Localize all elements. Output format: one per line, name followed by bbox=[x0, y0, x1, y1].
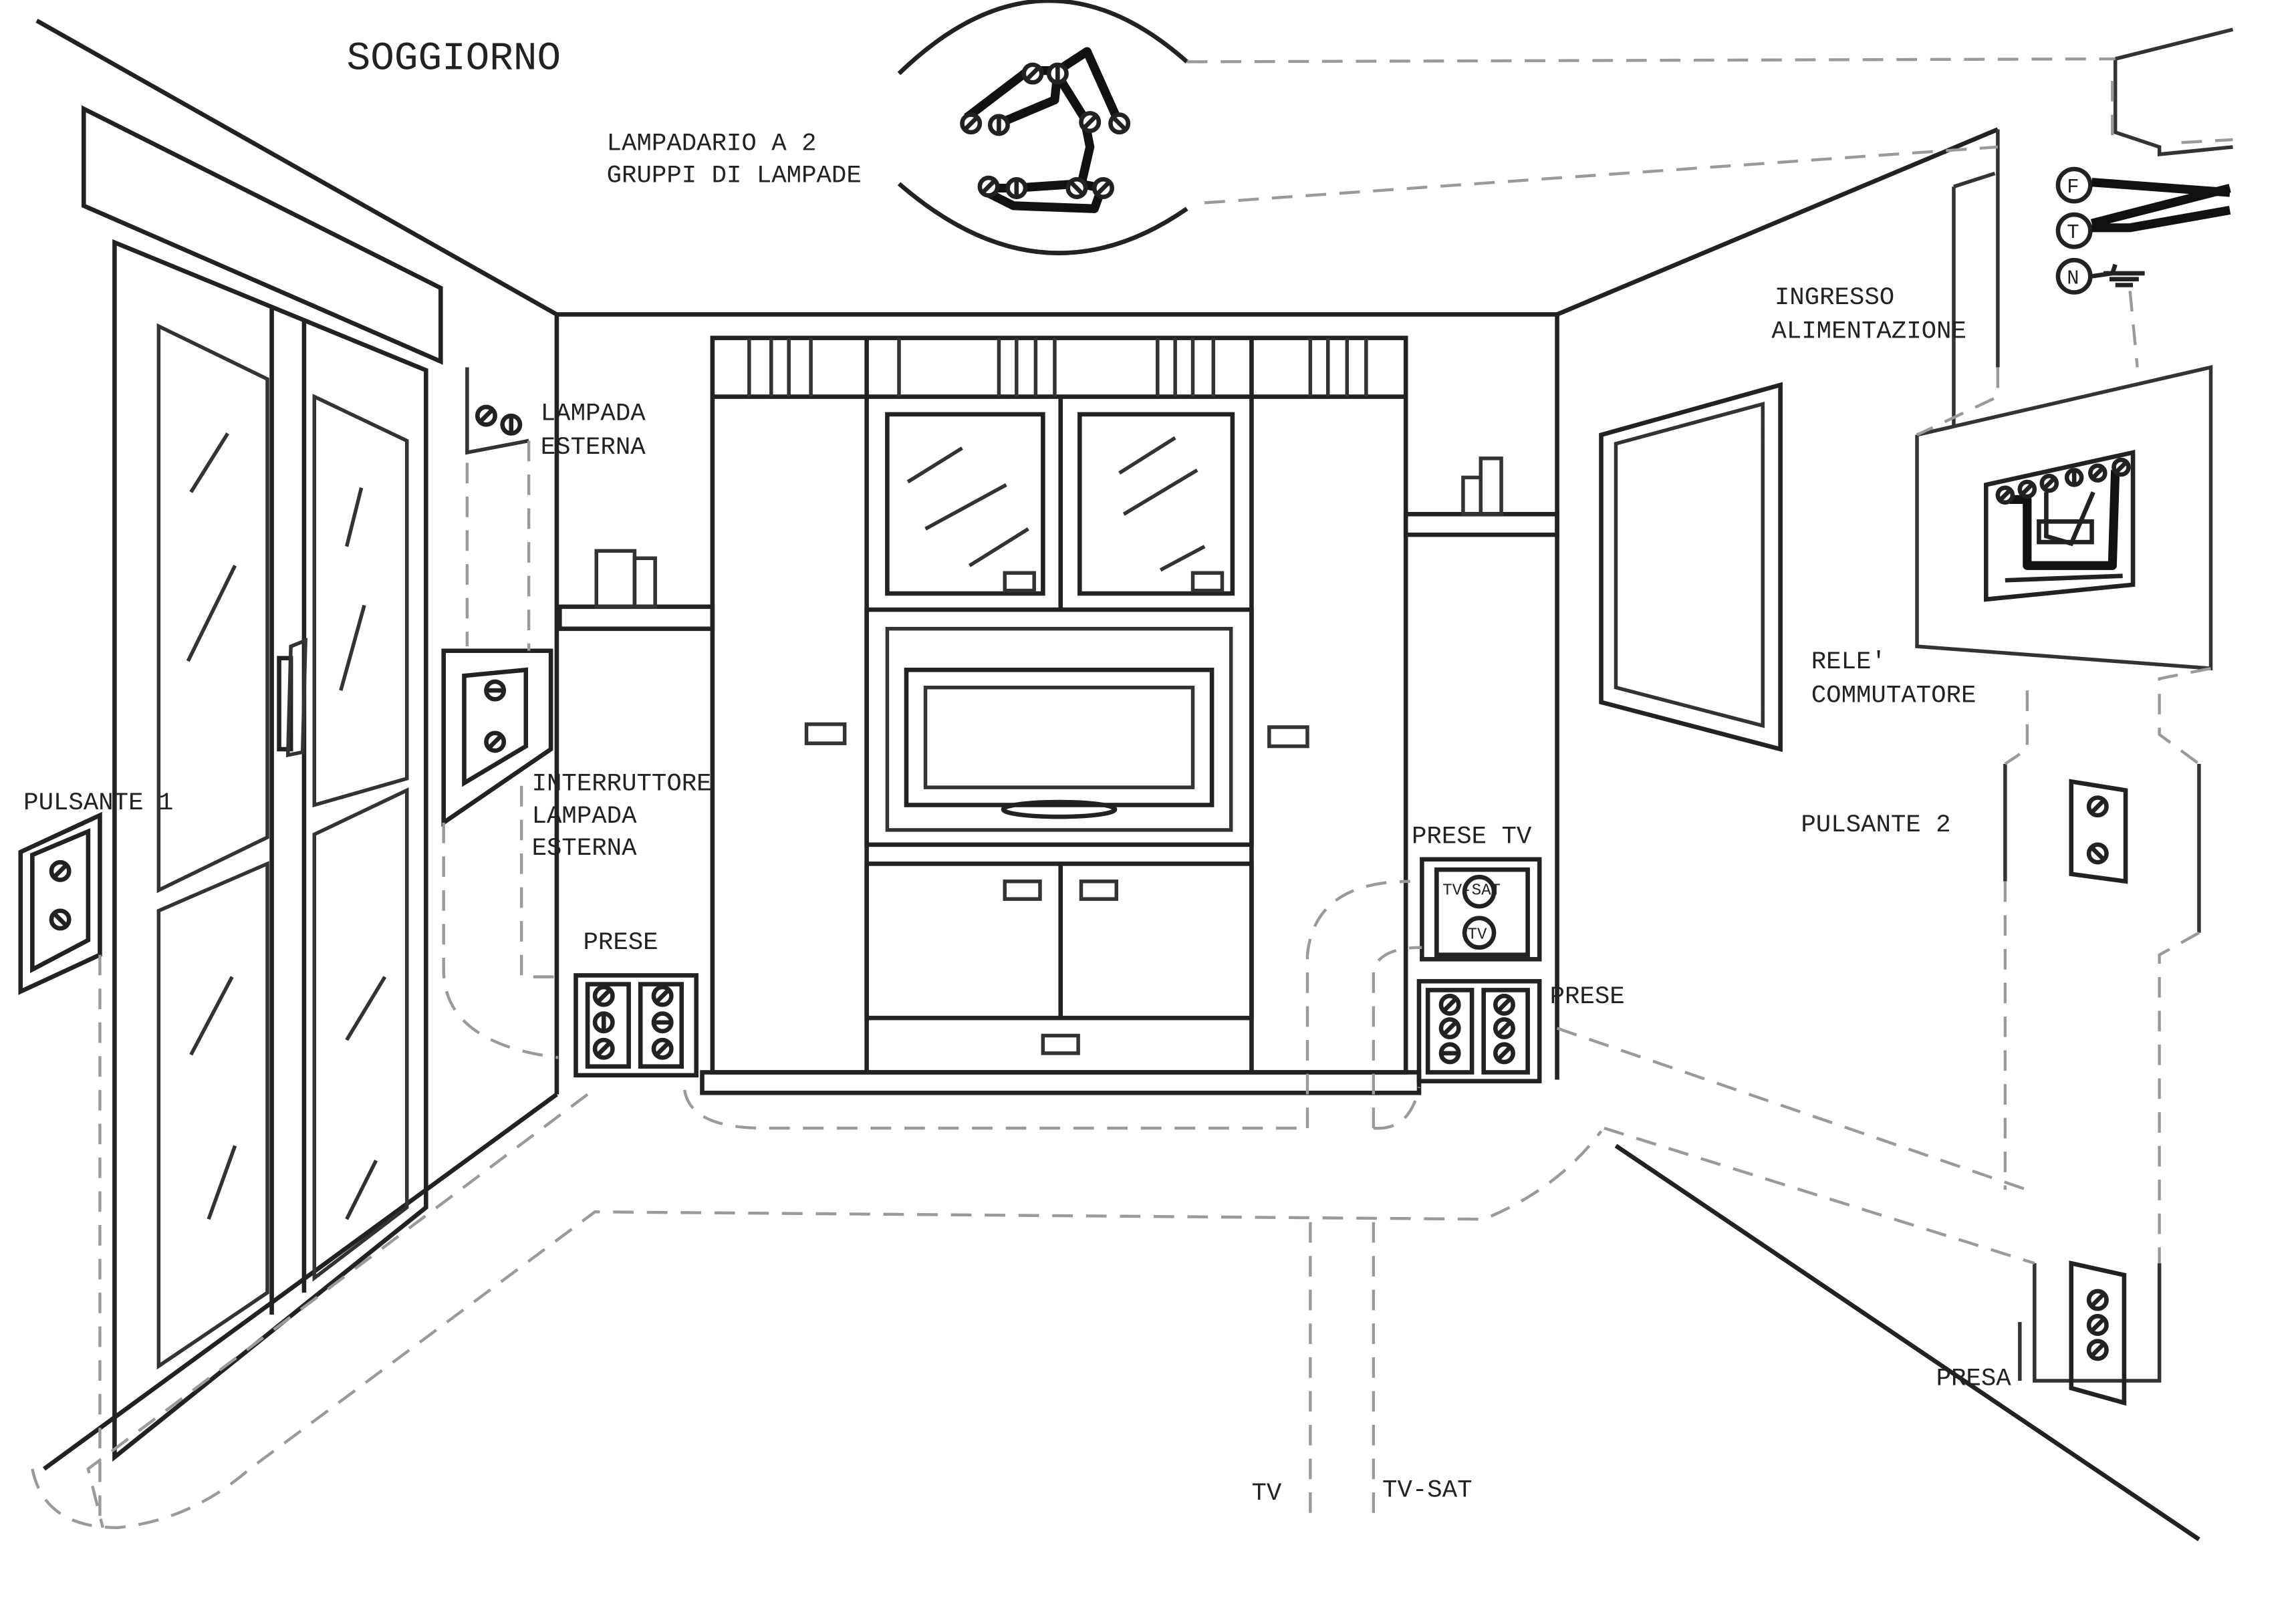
picture-frame bbox=[1599, 382, 1783, 753]
label-lampada-esterna-2: ESTERNA bbox=[541, 434, 646, 462]
prese-right-plates bbox=[1416, 978, 1542, 1083]
label-interruttore-3: ESTERNA bbox=[532, 835, 638, 863]
label-pulsante-2: PULSANTE 2 bbox=[1801, 811, 1950, 839]
label-lampadario-2: GRUPPI DI LAMPADE bbox=[607, 162, 862, 190]
right-shelf bbox=[1403, 456, 1559, 537]
label-interruttore-1: INTERRUTTORE bbox=[532, 771, 712, 799]
prese-tv-plate bbox=[1420, 857, 1542, 962]
interruttore-plate bbox=[441, 648, 553, 827]
pulsante-1-plate bbox=[18, 811, 102, 995]
label-cable-tv-sat: TV-SAT bbox=[1382, 1477, 1473, 1505]
rele-commutatore-device bbox=[1983, 449, 2136, 602]
pulsante-2-plate bbox=[2069, 779, 2128, 884]
label-terminal-t: T bbox=[2067, 221, 2079, 245]
label-presa: PRESA bbox=[1936, 1365, 2012, 1393]
presa-plate bbox=[2069, 1260, 2127, 1406]
room-walls bbox=[35, 19, 2200, 1542]
label-ingresso-2: ALIMENTAZIONE bbox=[1771, 318, 1966, 346]
label-pulsante-1: PULSANTE 1 bbox=[23, 789, 173, 817]
lampada-esterna-fixture bbox=[465, 367, 529, 455]
conduit-paths bbox=[31, 57, 2233, 1529]
left-shelf bbox=[557, 549, 715, 632]
wall-unit bbox=[700, 336, 1422, 1095]
diagram-title: SOGGIORNO bbox=[347, 36, 561, 81]
cornice bbox=[81, 105, 443, 365]
label-interruttore-2: LAMPADA bbox=[532, 803, 638, 831]
label-terminal-n: N bbox=[2067, 267, 2079, 290]
label-cable-tv: TV bbox=[1251, 1480, 1281, 1508]
power-inlet bbox=[2055, 166, 2231, 295]
label-rele-1: RELE' bbox=[1811, 648, 1886, 676]
lampadario-ceiling-circle bbox=[897, 0, 1188, 255]
label-ingresso-1: INGRESSO bbox=[1775, 284, 1894, 312]
label-terminal-f: F bbox=[2067, 176, 2079, 199]
lamp-terminal-screws bbox=[960, 62, 1131, 199]
label-socket-tv-sat: TV-SAT bbox=[1442, 882, 1501, 900]
french-door bbox=[112, 239, 428, 1462]
label-prese-left: PRESE bbox=[583, 929, 658, 957]
label-prese-tv: PRESE TV bbox=[1412, 823, 1532, 851]
label-socket-tv: TV bbox=[1467, 926, 1487, 944]
label-rele-2: COMMUTATORE bbox=[1811, 682, 1976, 710]
label-prese-right: PRESE bbox=[1550, 983, 1625, 1011]
label-lampada-esterna-1: LAMPADA bbox=[541, 400, 646, 428]
label-lampadario-1: LAMPADARIO A 2 bbox=[607, 130, 817, 158]
rele-terminal-screws bbox=[1995, 457, 2131, 505]
prese-left-plates bbox=[573, 973, 699, 1078]
